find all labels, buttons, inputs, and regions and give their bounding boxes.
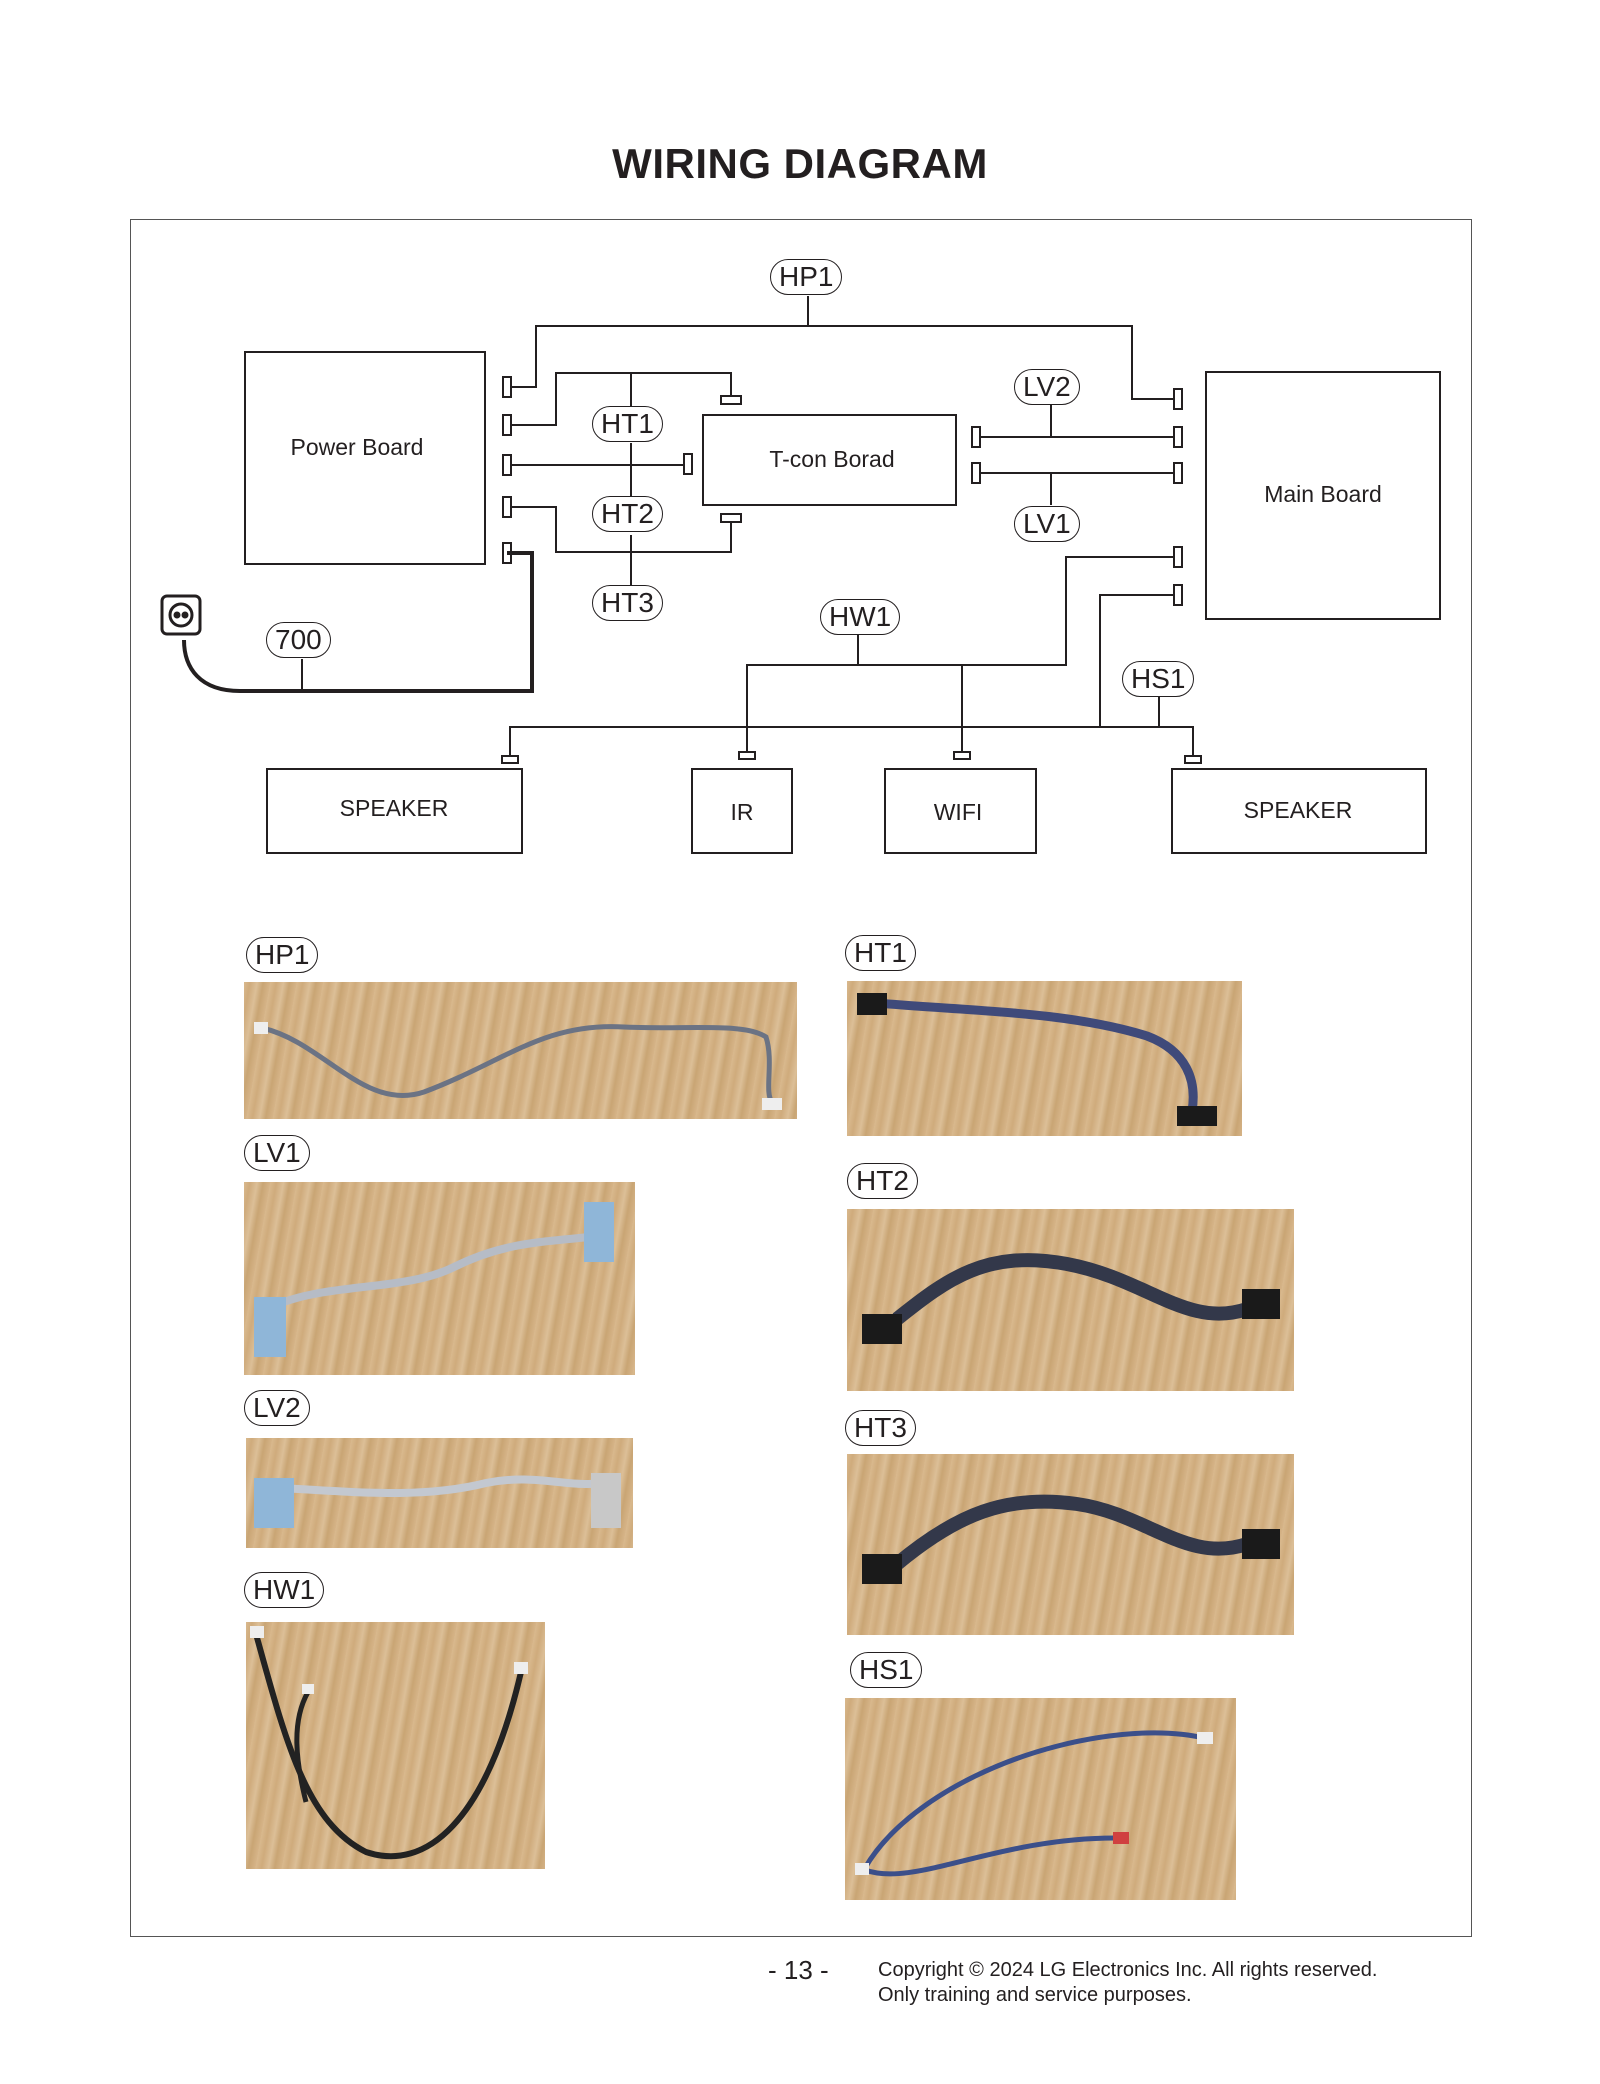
main-board-label: Main Board bbox=[1264, 481, 1382, 507]
tag-hs1: HS1 bbox=[1122, 661, 1195, 697]
ir-box bbox=[691, 768, 793, 854]
photo-label-ht3: HT3 bbox=[845, 1410, 916, 1446]
copyright-notice: Copyright © 2024 LG Electronics Inc. All… bbox=[878, 1958, 1377, 2008]
tag-hw1: HW1 bbox=[820, 599, 901, 635]
wiring-schematic: Power Board T-con Borad Main Board SPEAK… bbox=[160, 296, 1441, 854]
photo-ht2 bbox=[847, 1209, 1294, 1391]
tag-700: 700 bbox=[266, 622, 331, 658]
copyright-line-2: Only training and service purposes. bbox=[878, 1984, 1192, 2006]
page-title: WIRING DIAGRAM bbox=[612, 140, 988, 187]
photo-label-hp1: HP1 bbox=[246, 937, 319, 973]
power-board-box bbox=[244, 351, 486, 565]
tcon-board-box bbox=[702, 414, 957, 506]
tag-ht1: HT1 bbox=[592, 406, 663, 442]
power-board-label: Power Board bbox=[291, 434, 424, 460]
tag-hp1: HP1 bbox=[770, 259, 843, 295]
photo-ht3 bbox=[847, 1454, 1294, 1635]
wifi-box bbox=[884, 768, 1037, 854]
photo-hw1 bbox=[246, 1622, 545, 1869]
ir-label: IR bbox=[731, 799, 754, 825]
photo-label-ht1: HT1 bbox=[845, 935, 916, 971]
speaker-right-box bbox=[1171, 768, 1427, 854]
photo-label-hs1: HS1 bbox=[850, 1652, 923, 1688]
photo-label-ht2: HT2 bbox=[847, 1163, 918, 1199]
photo-label-lv2: LV2 bbox=[244, 1390, 310, 1426]
photo-hp1 bbox=[244, 982, 797, 1119]
page-number: - 13 - bbox=[768, 1955, 829, 1985]
photo-label-lv1: LV1 bbox=[244, 1135, 310, 1171]
speaker-left-box bbox=[266, 768, 523, 854]
wall-socket-icon bbox=[160, 594, 202, 636]
tag-lv1: LV1 bbox=[1014, 506, 1080, 542]
photo-lv1 bbox=[244, 1182, 635, 1375]
copyright-line-1: Copyright © 2024 LG Electronics Inc. All… bbox=[878, 1959, 1378, 1981]
wifi-label: WIFI bbox=[934, 799, 983, 825]
photo-label-hw1: HW1 bbox=[244, 1572, 325, 1608]
main-board-box bbox=[1205, 371, 1441, 620]
diagram-frame bbox=[130, 219, 1472, 1937]
tag-ht3: HT3 bbox=[592, 585, 663, 621]
photo-hs1 bbox=[845, 1698, 1236, 1900]
speaker-right-label: SPEAKER bbox=[1244, 797, 1353, 823]
photo-ht1 bbox=[847, 981, 1242, 1136]
speaker-left-label: SPEAKER bbox=[340, 795, 449, 821]
tag-lv2: LV2 bbox=[1014, 369, 1080, 405]
photo-lv2 bbox=[246, 1438, 633, 1548]
tag-ht2: HT2 bbox=[592, 496, 663, 532]
tcon-board-label: T-con Borad bbox=[769, 446, 894, 472]
